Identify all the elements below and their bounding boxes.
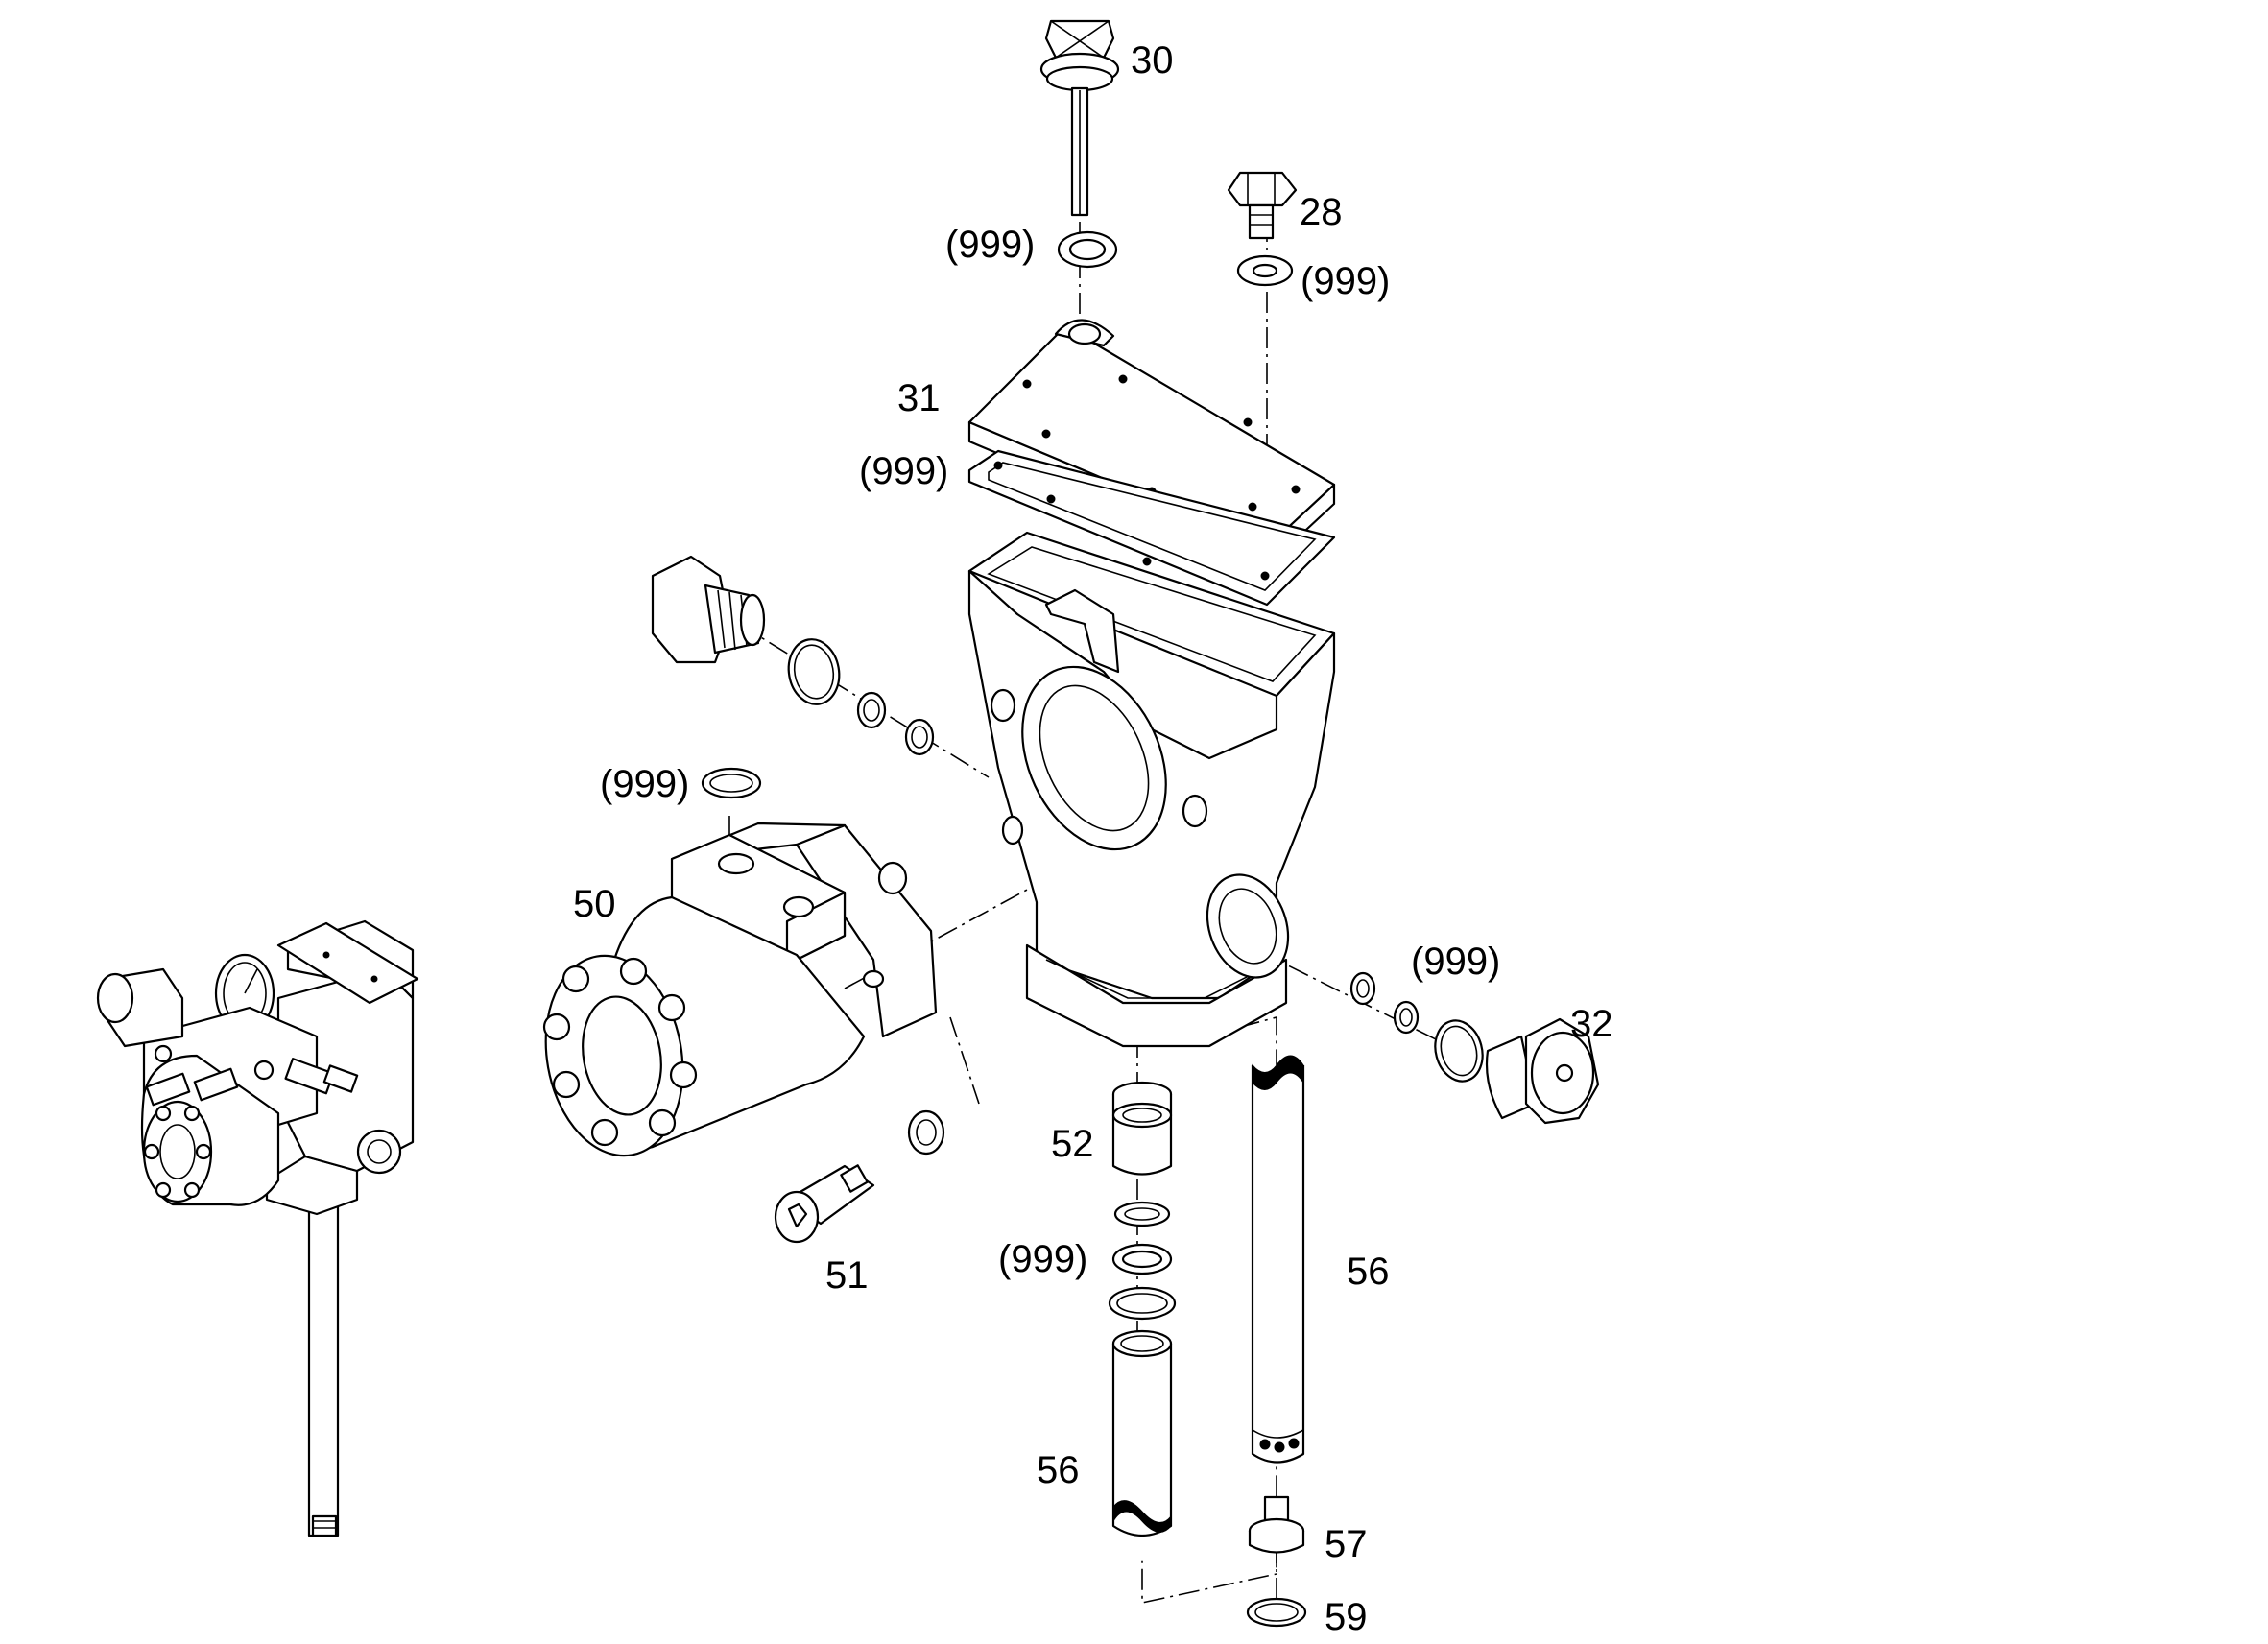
callout-32: 32 [1570,1003,1613,1045]
dipstick-part-30 [1039,19,1120,217]
callout-999-ring-stack: (999) [998,1238,1087,1280]
callout-999-right-rings: (999) [1411,941,1500,983]
motor-part-50 [542,822,938,1157]
callout-999-motor-o-ring: (999) [600,763,689,805]
housing-body [967,531,1336,1048]
callout-999-dipstick-seal: (999) [945,224,1035,266]
washer-bolt [1236,254,1294,287]
callout-56-left: 56 [1037,1449,1080,1491]
assembled-unit-view [96,919,419,1537]
screw-part-51 [774,1164,875,1244]
bolt-part-28 [1227,171,1298,240]
plug-right-part-32 [1485,1017,1600,1125]
o-rings-stack [1108,1201,1177,1321]
o-rings-right-group [1349,971,1484,1083]
o-rings-left-group [787,638,935,756]
valve-part-57 [1248,1495,1305,1554]
plug-left-upper [651,555,766,664]
callout-52: 52 [1051,1123,1094,1165]
cover-plate-part-31 [967,319,1336,568]
callout-56-right: 56 [1347,1251,1390,1293]
callout-59: 59 [1325,1596,1368,1638]
callout-57: 57 [1325,1523,1368,1565]
tube-part-56-right [1251,1055,1305,1464]
callout-999-gasket: (999) [859,450,948,492]
callout-labels: 30 28 (999) (999) 31 (999) (999) 50 51 (… [573,39,1613,1638]
seal-ring-dipstick [1057,230,1118,269]
callout-999-bolt-washer: (999) [1301,260,1390,302]
o-ring-part-59 [1246,1597,1307,1628]
tube-part-56-left [1111,1329,1173,1537]
callout-28: 28 [1300,191,1343,233]
callout-51: 51 [825,1254,869,1297]
sleeve-part-52 [1111,1081,1173,1176]
washer-screw [907,1109,945,1156]
callout-50: 50 [573,883,616,925]
callout-31: 31 [897,377,941,419]
callout-30: 30 [1131,39,1174,82]
gasket [967,449,1336,607]
o-ring-motor [701,767,762,799]
